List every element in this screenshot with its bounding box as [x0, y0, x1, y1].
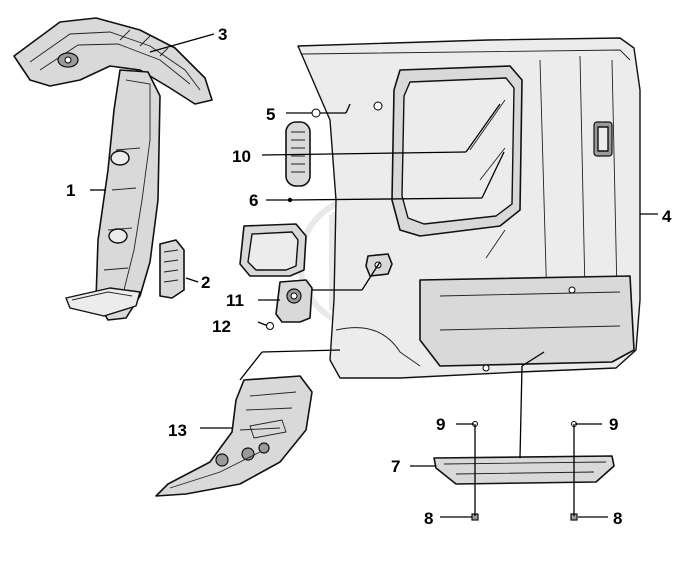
switch-plate	[275, 279, 313, 323]
pillar-clip	[159, 239, 185, 299]
junction-bracket	[365, 253, 393, 277]
callout-8-left: 8	[424, 509, 433, 528]
callout-11: 11	[226, 291, 244, 310]
callout-3: 3	[218, 25, 227, 44]
callout-5: 5	[266, 105, 275, 124]
callout-7: 7	[391, 457, 400, 476]
callout-1: 1	[66, 181, 75, 200]
callout-6: 6	[249, 191, 258, 210]
callout-8-right: 8	[613, 509, 622, 528]
callout-9-right: 9	[609, 415, 618, 434]
callout-4: 4	[662, 207, 672, 226]
rear-side-panel	[297, 37, 641, 379]
callout-9-left: 9	[436, 415, 445, 434]
callout-2: 2	[201, 273, 210, 292]
callout-labels: 1 2 3 4 5 6 7 8 8 9 9 10 11 12 13	[66, 25, 672, 528]
leader-endpoints	[266, 108, 321, 330]
callout-12: 12	[212, 317, 231, 336]
floor-tray	[433, 455, 615, 485]
roof-header-trim	[13, 17, 213, 105]
callout-13: 13	[168, 421, 187, 440]
callout-10: 10	[232, 147, 251, 166]
b-pillar-trim	[65, 69, 161, 321]
lower-corner-trim	[155, 375, 313, 497]
storage-tray	[239, 223, 307, 277]
